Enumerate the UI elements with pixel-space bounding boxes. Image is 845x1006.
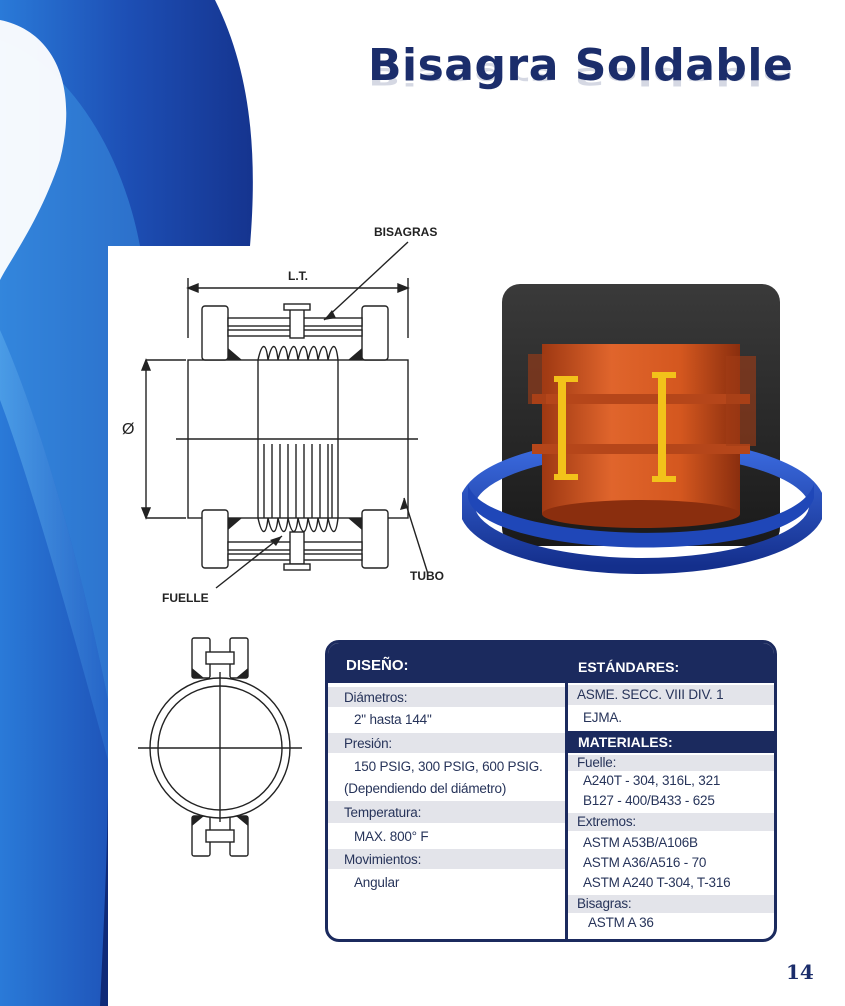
- design-value-presion-2: (Dependiendo del diámetro): [344, 781, 507, 796]
- material-value-extremos-3: ASTM A240 T-304, T-316: [583, 875, 731, 890]
- title-block: Bisagra Soldable Bisagra Soldable: [368, 40, 793, 130]
- standards-header: ESTÁNDARES:: [568, 643, 774, 683]
- label-lt: L.T.: [288, 269, 308, 283]
- section-view-diagram: [138, 637, 302, 857]
- spec-table: DISEÑO: ESTÁNDARES: Diámetros: 2" hasta …: [325, 640, 777, 942]
- design-label-presion: Presión:: [328, 733, 565, 753]
- column-divider: [565, 643, 568, 939]
- design-value-diametros: 2" hasta 144": [354, 712, 432, 727]
- page-title-reflection: Bisagra Soldable: [368, 61, 794, 90]
- label-tubo: TUBO: [410, 569, 444, 583]
- page-title: Bisagra Soldable: [368, 40, 794, 91]
- material-label-extremos: Extremos:: [568, 813, 774, 831]
- design-value-movimientos: Angular: [354, 875, 400, 890]
- page-number: 14: [786, 960, 814, 984]
- design-label-temperatura: Temperatura:: [328, 801, 565, 823]
- side-view-diagram: BISAGRAS L.T. Ø FUELLE TUBO: [122, 225, 444, 605]
- standard-ejma: EJMA.: [583, 710, 622, 725]
- material-value-fuelle-2: B127 - 400/B433 - 625: [583, 793, 715, 808]
- design-header: DISEÑO:: [328, 643, 565, 683]
- label-diameter: Ø: [122, 421, 134, 438]
- design-label-diametros: Diámetros:: [328, 687, 565, 707]
- material-label-fuelle: Fuelle:: [568, 755, 774, 771]
- label-bisagras: BISAGRAS: [374, 225, 437, 239]
- design-value-presion-1: 150 PSIG, 300 PSIG, 600 PSIG.: [354, 759, 543, 774]
- design-value-temperatura: MAX. 800° F: [354, 829, 429, 844]
- materials-header: MATERIALES:: [568, 731, 774, 753]
- design-label-movimientos: Movimientos:: [328, 849, 565, 869]
- material-value-extremos-1: ASTM A53B/A106B: [583, 835, 698, 850]
- product-photo: [462, 284, 822, 574]
- standard-asme: ASME. SECC. VIII DIV. 1: [568, 685, 774, 705]
- label-fuelle: FUELLE: [162, 591, 209, 605]
- material-value-fuelle-1: A240T - 304, 316L, 321: [583, 773, 721, 788]
- material-value-extremos-2: ASTM A36/A516 - 70: [583, 855, 707, 870]
- material-value-bisagras: ASTM A 36: [588, 915, 654, 930]
- material-label-bisagras: Bisagras:: [568, 895, 774, 913]
